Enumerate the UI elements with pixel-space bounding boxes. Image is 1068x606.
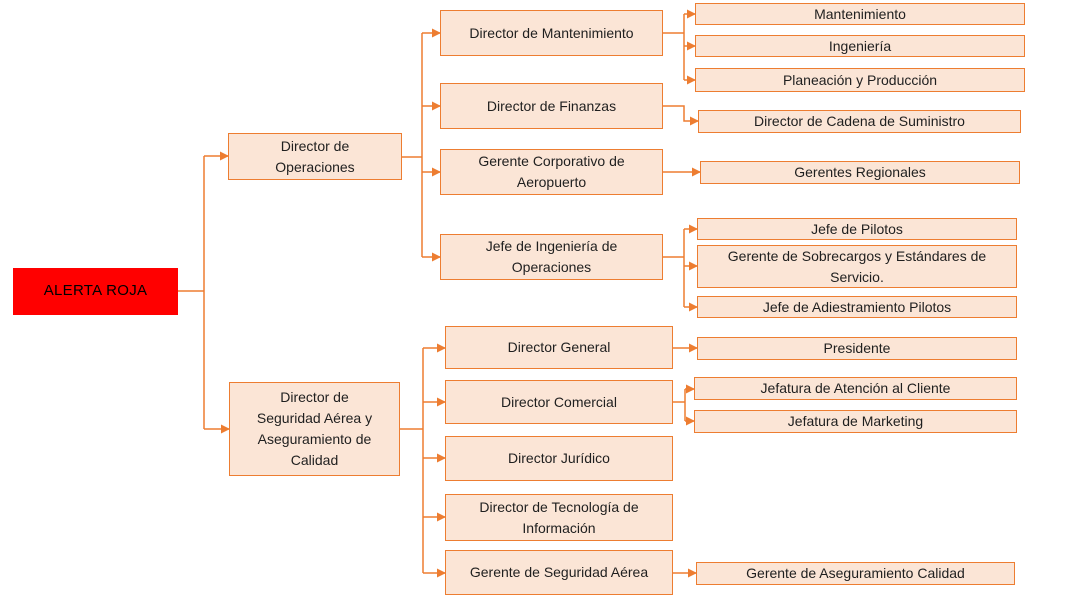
org-node-jefatura-de-atencion-al-cliente: Jefatura de Atención al Cliente <box>694 377 1017 400</box>
org-node-jefatura-de-marketing: Jefatura de Marketing <box>694 410 1017 433</box>
org-node-director-de-operaciones: Director de Operaciones <box>228 133 402 180</box>
org-node-director-comercial: Director Comercial <box>445 380 673 424</box>
org-node-director-de-cadena-de-suministro: Director de Cadena de Suministro <box>698 110 1021 133</box>
org-node-jefe-de-ingenieria-de-operaciones: Jefe de Ingeniería de Operaciones <box>440 234 663 280</box>
org-node-gerentes-regionales: Gerentes Regionales <box>700 161 1020 184</box>
org-node-ingenieria: Ingeniería <box>695 35 1025 57</box>
org-node-gerente-de-seguridad-aerea: Gerente de Seguridad Aérea <box>445 550 673 595</box>
org-node-gerente-de-sobrecargos-y-estandares-de-servicio: Gerente de Sobrecargos y Estándares de S… <box>697 245 1017 288</box>
org-node-gerente-de-aseguramiento-calidad: Gerente de Aseguramiento Calidad <box>696 562 1015 585</box>
org-node-director-de-finanzas: Director de Finanzas <box>440 83 663 129</box>
org-node-jefe-de-pilotos: Jefe de Pilotos <box>697 218 1017 240</box>
org-node-director-general: Director General <box>445 326 673 369</box>
org-node-alerta-roja: ALERTA ROJA <box>13 268 178 315</box>
org-node-director-de-tecnologia-de-informacion: Director de Tecnología de Información <box>445 494 673 541</box>
org-node-director-juridico: Director Jurídico <box>445 436 673 481</box>
org-node-planeacion-y-produccion: Planeación y Producción <box>695 68 1025 92</box>
org-node-mantenimiento: Mantenimiento <box>695 3 1025 25</box>
org-node-director-seguridad-aerea-y-aseguramiento-de-calidad: Director de Seguridad Aérea y Aseguramie… <box>229 382 400 476</box>
org-node-gerente-corporativo-de-aeropuerto: Gerente Corporativo de Aeropuerto <box>440 149 663 195</box>
org-node-presidente: Presidente <box>697 337 1017 360</box>
org-node-jefe-de-adiestramiento-pilotos: Jefe de Adiestramiento Pilotos <box>697 296 1017 318</box>
org-node-director-de-mantenimiento: Director de Mantenimiento <box>440 10 663 56</box>
